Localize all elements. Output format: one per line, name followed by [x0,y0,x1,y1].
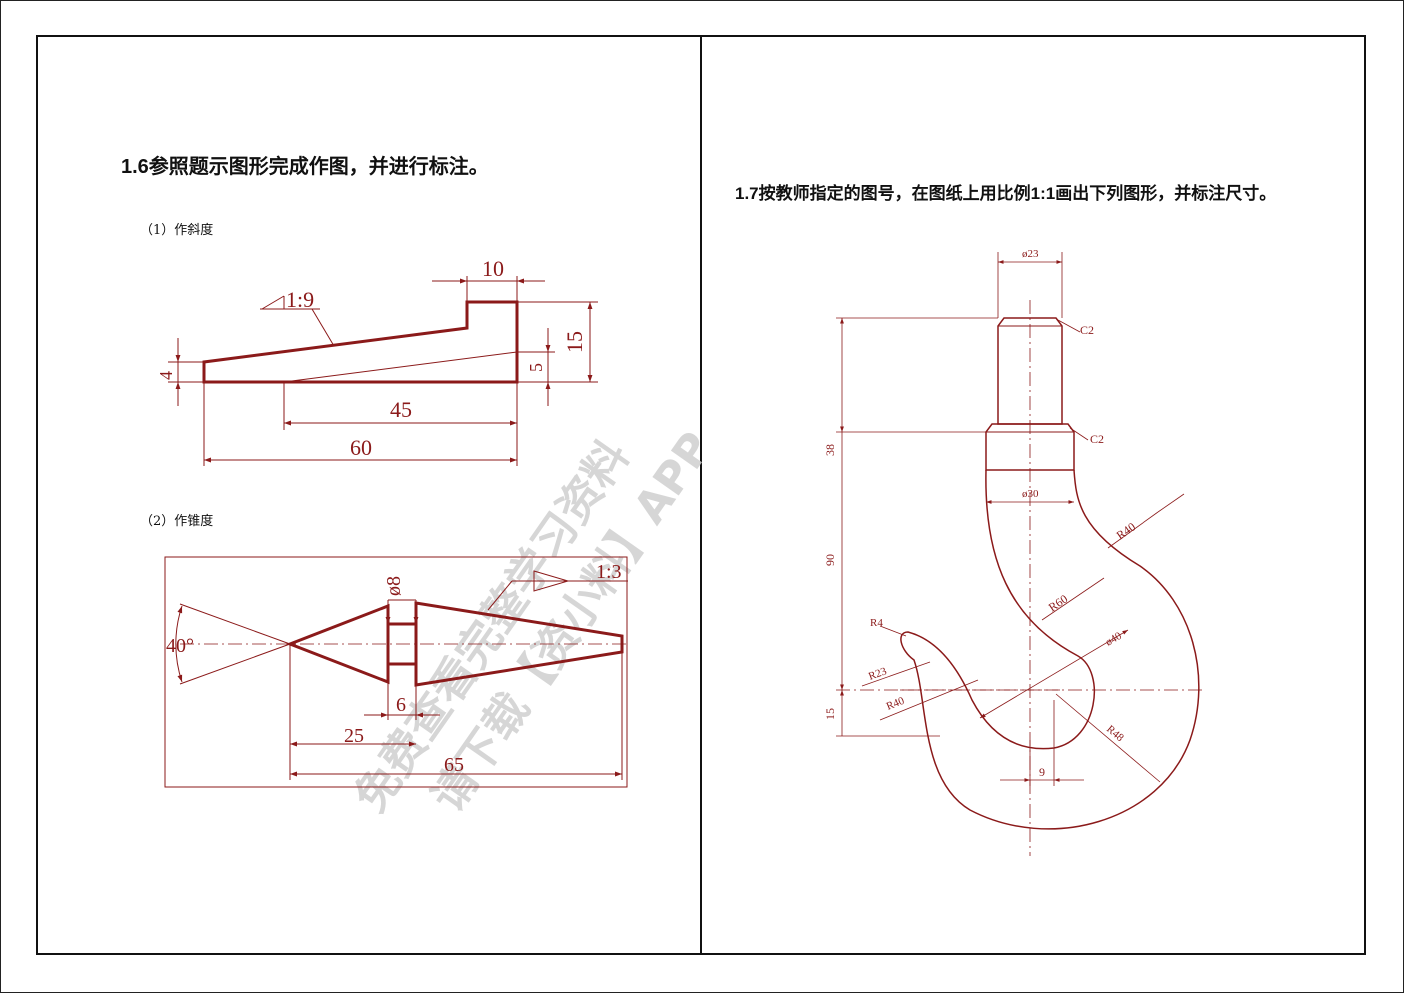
hook-labels: ø23 C2 C2 38 ø30 R40 90 R60 R4 ø40 R23 1… [823,248,1138,779]
dim-diameter-8: ø8 [383,576,405,596]
dim-r48: R48 [1104,723,1126,744]
dim-45: 45 [390,397,412,422]
taper-labels: 1:3 40° ø8 6 25 65 [166,561,622,776]
dim-diameter-30: ø30 [1022,488,1039,500]
page-divider [700,35,702,955]
dim-25: 25 [344,725,364,747]
dim-r60: R60 [1046,592,1070,615]
taper-frame [164,556,628,788]
dim-r4: R4 [870,617,883,629]
taper-drawing [164,556,630,788]
taper-ratio-label: 1:3 [596,561,622,583]
slope-reference-line [283,351,518,383]
dim-10: 10 [482,256,504,281]
section-1-7-title: 1.7按教师指定的图号，在图纸上用比例1:1画出下列图形，并标注尺寸。 [735,184,1277,203]
dim-65: 65 [444,754,464,776]
dim-diameter-23: ø23 [1022,248,1039,260]
dim-r40-outer: R40 [1114,520,1138,543]
dim-38: 38 [823,444,837,456]
dim-6: 6 [396,694,406,716]
slope-part-outline [202,300,519,384]
dim-15: 15 [562,331,587,353]
hook-drawing [836,252,1206,856]
dim-5: 5 [526,363,546,372]
part-1-label: （1）作斜度 [140,223,214,238]
dim-c2-mid: C2 [1090,432,1104,446]
slope-ratio-label: 1:9 [286,287,314,312]
dim-60: 60 [350,435,372,460]
dim-9: 9 [1039,765,1045,779]
hook-body [900,469,1200,830]
section-1-6-title: 1.6参照题示图形完成作图，并进行标注。 [121,156,489,178]
part-2-label: （2）作锥度 [140,514,214,529]
dim-diameter-40: ø40 [1104,630,1125,649]
dim-4: 4 [156,371,176,380]
slope-labels: 1:9 10 15 5 4 45 60 [156,256,587,460]
dim-r23: R23 [867,665,889,683]
slope-drawing [168,276,598,466]
dim-15: 15 [823,708,837,720]
dim-r40-inner: R40 [885,695,907,713]
dim-angle-40: 40° [166,635,194,657]
dim-c2-top: C2 [1080,323,1094,337]
dim-90: 90 [823,554,837,566]
